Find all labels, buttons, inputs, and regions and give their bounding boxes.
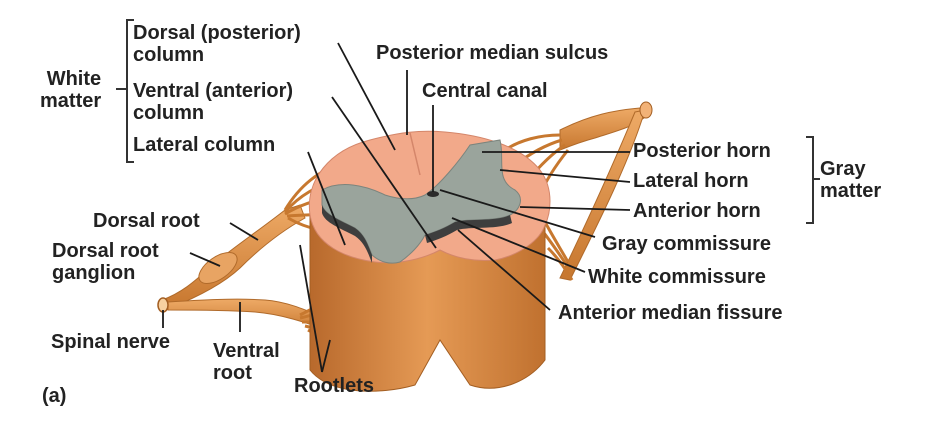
gray-matter-bracket-tick — [812, 178, 820, 180]
spinal-nerve-label: Spinal nerve — [51, 331, 170, 353]
white-matter-bracket — [126, 19, 134, 163]
dorsal-root-label: Dorsal root — [93, 210, 200, 232]
ventral-column-label: Ventral (anterior) column — [133, 80, 294, 124]
white-matter-bracket-tick — [116, 88, 126, 90]
white-commissure-label: White commissure — [588, 266, 766, 288]
leader-lines — [162, 42, 631, 373]
anterior-median-fissure-label: Anterior median fissure — [558, 302, 783, 324]
central-canal-label: Central canal — [422, 80, 548, 102]
gray-commissure-label: Gray commissure — [602, 233, 771, 255]
posterior-horn-label: Posterior horn — [633, 140, 771, 162]
figure-label: (a) — [42, 385, 67, 407]
rootlets-label: Rootlets — [294, 375, 374, 397]
spinal-cord-body — [308, 130, 551, 392]
posterior-median-sulcus-line — [409, 132, 421, 176]
gray-matter-label: Gray matter — [820, 158, 882, 202]
spinal-nerve-cut-end — [157, 297, 169, 313]
gray-matter-cross-section — [321, 139, 521, 264]
dorsal-root-ganglion-label: Dorsal root ganglion — [52, 240, 159, 284]
dorsal-column-label: Dorsal (posterior) column — [133, 22, 301, 66]
anterior-horn-label: Anterior horn — [633, 200, 761, 222]
ventral-root-label: Ventral root — [213, 340, 280, 384]
white-matter-label: White matter — [40, 68, 102, 112]
lateral-column-label: Lateral column — [133, 134, 276, 156]
dorsal-root-ganglion-shape — [198, 251, 238, 285]
central-canal-shape — [427, 191, 439, 197]
posterior-median-sulcus-label: Posterior median sulcus — [376, 42, 609, 64]
lateral-horn-label: Lateral horn — [633, 170, 749, 192]
gray-matter-bracket — [806, 136, 814, 224]
